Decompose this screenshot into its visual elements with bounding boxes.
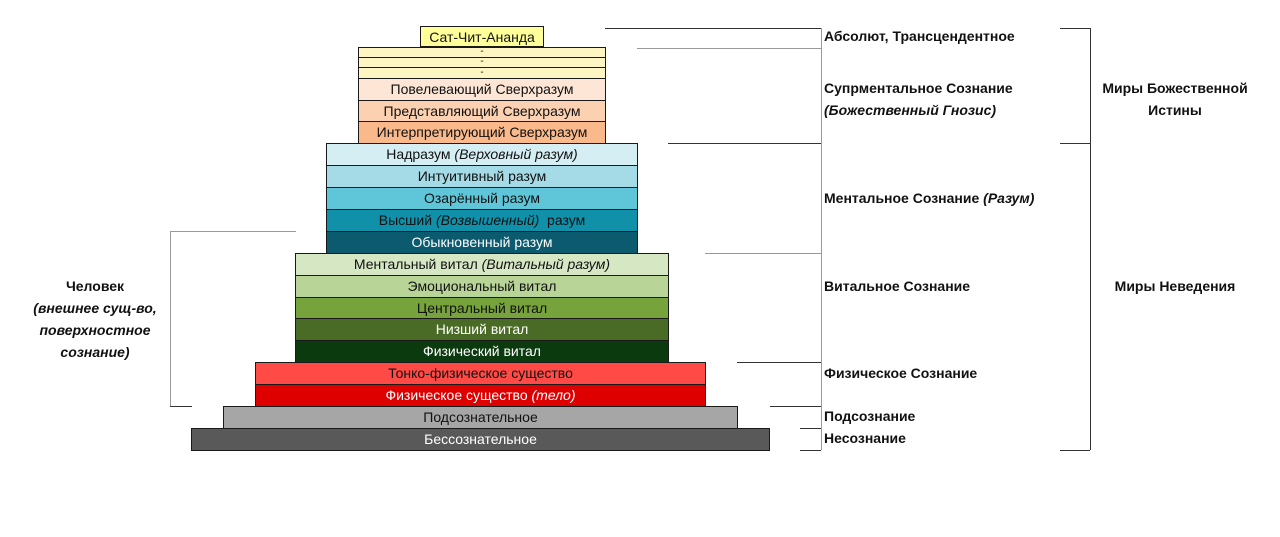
layer-blank-1: - — [358, 47, 606, 57]
layer-label: Физический витал — [423, 343, 541, 359]
worlds-ignorance: Миры Неведения — [1114, 278, 1236, 294]
layer-label: Высший — [378, 212, 436, 228]
layer-label: - — [480, 56, 484, 67]
layer-blank-3: - — [358, 67, 606, 78]
level-mental: Ментальное Сознание (Разум) — [824, 187, 1034, 209]
level-physical: Физическое Сознание — [824, 365, 978, 381]
level-divider — [800, 428, 821, 429]
level-divider — [705, 253, 821, 254]
layer-ordinary-mind: Обыкновенный разум — [326, 231, 638, 253]
level-divider — [637, 48, 821, 49]
layer-label: Интуитивный разум — [417, 168, 547, 184]
layer-label: Эмоциональный витал — [407, 278, 557, 294]
level-vital: Витальное Сознание — [824, 278, 971, 294]
layer-label: Бессознательное — [424, 431, 537, 447]
layer-label-italic: (Витальный разум) — [481, 256, 611, 272]
layer-illumined-mind: Озарённый разум — [326, 187, 638, 209]
right-bracket-tick — [1060, 28, 1090, 29]
layer-higher-mind: Высший (Возвышенный) разум — [326, 209, 638, 231]
layer-mental-vital: Ментальный витал (Витальный разум) — [295, 253, 669, 275]
layer-subtle-physical: Тонко-физическое существо — [255, 362, 706, 384]
layer-label: Тонко-физическое существо — [388, 365, 573, 381]
right-bracket-line — [1090, 28, 1091, 450]
layer-label: - — [480, 67, 484, 78]
left-bracket-bottom — [170, 406, 192, 407]
human-label-line: поверхностное — [39, 322, 151, 338]
level-subconscious: Подсознание — [824, 408, 916, 424]
layer-label: Подсознательное — [423, 409, 538, 425]
level-axis-line — [821, 28, 822, 450]
level-inconscient: Несознание — [824, 430, 906, 446]
worlds-divine-truth: Миры Божественной Истины — [1092, 77, 1258, 121]
layer-label: Обыкновенный разум — [411, 234, 553, 250]
level-divider — [668, 143, 821, 144]
right-bracket-tick — [1060, 143, 1090, 144]
layer-sat-chit-ananda: Сат-Чит-Ананда — [420, 26, 544, 47]
human-label-line: сознание) — [60, 344, 130, 360]
level-divider — [800, 450, 821, 451]
human-label-line: Человек — [65, 278, 125, 294]
layer-overmind-representing: Представляющий Сверхразум — [358, 100, 606, 121]
layer-physical-vital: Физический витал — [295, 340, 669, 362]
level-supramental-title: Супрментальное Сознание — [824, 80, 1013, 96]
level-divider — [737, 362, 821, 363]
level-supramental: Супрментальное Сознание (Божественный Гн… — [824, 77, 1013, 121]
layer-blank-2: - — [358, 57, 606, 67]
layer-label: Повелевающий Сверхразум — [390, 81, 574, 97]
layer-label: Представляющий Сверхразум — [383, 103, 581, 119]
layer-label-italic: (Возвышенный) — [435, 212, 540, 228]
layer-label: Сат-Чит-Ананда — [429, 29, 535, 45]
level-divider — [605, 28, 821, 29]
human-label-line: (внешнее сущ-во, — [33, 300, 157, 316]
layer-label: Интерпретирующий Сверхразум — [376, 124, 588, 140]
layer-inconscient: Бессознательное — [191, 428, 770, 451]
layer-label-after: разум — [539, 212, 586, 228]
layer-label: Озарённый разум — [423, 190, 541, 206]
worlds-divine-line: Миры Божественной — [1102, 80, 1248, 96]
layer-overmind-governing: Повелевающий Сверхразум — [358, 78, 606, 100]
layer-label-italic: (тело) — [531, 387, 576, 403]
level-mental-subtitle: (Разум) — [983, 190, 1035, 206]
human-label: Человек (внешнее сущ-во, поверхностное с… — [20, 275, 170, 363]
level-supramental-subtitle: (Божественный Гнозис) — [824, 102, 997, 118]
layer-label: Физическое существо — [385, 387, 532, 403]
layer-overmind: Надразум (Верховный разум) — [326, 143, 638, 165]
right-bracket-tick — [1060, 450, 1090, 451]
layer-label: Центральный витал — [416, 300, 548, 316]
layer-intuitive-mind: Интуитивный разум — [326, 165, 638, 187]
worlds-divine-line: Истины — [1148, 102, 1202, 118]
layer-physical-being: Физическое существо (тело) — [255, 384, 706, 406]
layer-label: - — [480, 46, 484, 57]
level-mental-title: Ментальное Сознание — [824, 190, 984, 206]
layer-overmind-interpreting: Интерпретирующий Сверхразум — [358, 121, 606, 143]
level-absolute: Абсолют, Трансцендентное — [824, 28, 1015, 44]
layer-label-italic: (Верховный разум) — [454, 146, 578, 162]
left-bracket-top — [170, 231, 296, 232]
layer-emotional-vital: Эмоциональный витал — [295, 275, 669, 297]
level-divider — [770, 406, 821, 407]
layer-central-vital: Центральный витал — [295, 297, 669, 318]
left-bracket-line — [170, 231, 171, 406]
layer-lower-vital: Низший витал — [295, 318, 669, 340]
layer-label: Надразум — [386, 146, 455, 162]
layer-label: Ментальный витал — [353, 256, 482, 272]
layer-label: Низший витал — [435, 321, 529, 337]
layer-subconscious: Подсознательное — [223, 406, 738, 428]
